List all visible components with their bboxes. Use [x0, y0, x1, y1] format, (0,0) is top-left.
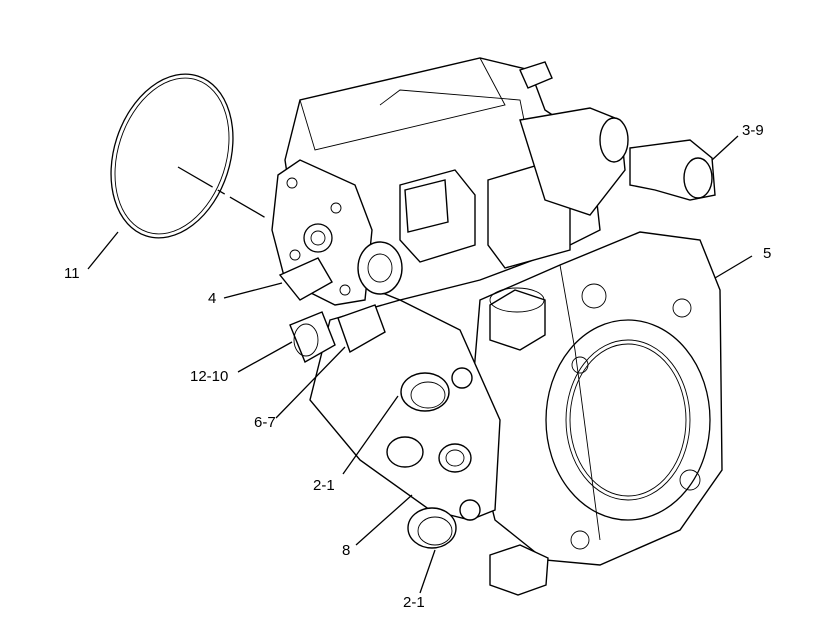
leader-lines [87, 135, 753, 594]
callout-5: 5 [763, 245, 771, 262]
callout-3-9: 3-9 [742, 122, 764, 139]
callout-2-1-upper: 2-1 [313, 477, 335, 494]
callout-6-7: 6-7 [254, 414, 276, 431]
o-ring-seal [110, 73, 234, 239]
callout-12-10: 12-10 [190, 368, 228, 385]
pump-assembly [271, 57, 723, 596]
callout-4: 4 [208, 290, 216, 307]
callout-2-1-lower: 2-1 [403, 594, 425, 611]
callout-labels: 11 3-9 5 4 12-10 6-7 2-1 8 2-1 [64, 122, 771, 611]
callout-8: 8 [342, 542, 350, 559]
callout-11: 11 [64, 265, 80, 282]
